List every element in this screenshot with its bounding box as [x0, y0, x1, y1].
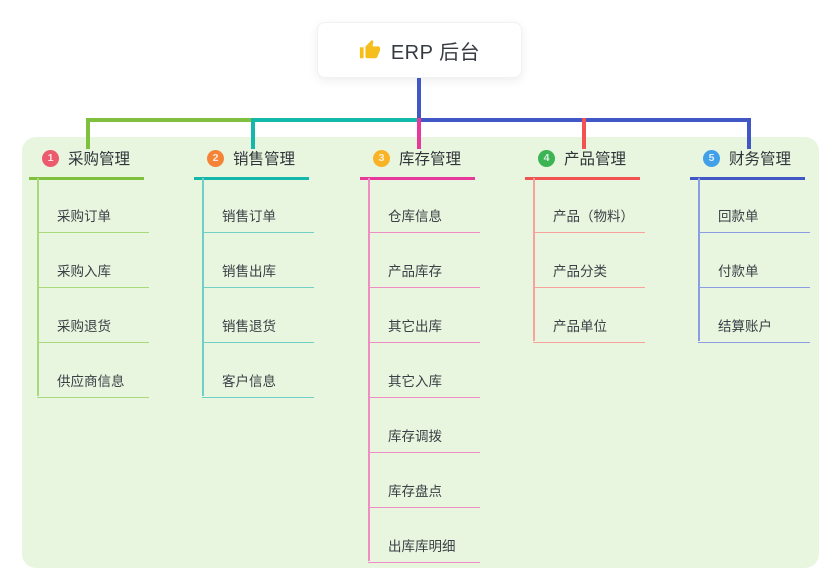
mindmap-node-item[interactable]: 采购入库	[37, 260, 149, 288]
mindmap-node-item[interactable]: 供应商信息	[37, 370, 149, 398]
mindmap-node-item[interactable]: 采购退货	[37, 315, 149, 343]
branch-drop-line-4	[582, 118, 586, 149]
branch-number-badge: 5	[703, 149, 720, 167]
connector-line-green	[86, 118, 255, 122]
branch-drop-line-1	[86, 118, 90, 149]
mindmap-node-item[interactable]: 客户信息	[202, 370, 314, 398]
root-node-title: ERP 后台	[390, 41, 481, 64]
mindmap-node-item[interactable]: 采购订单	[37, 205, 149, 233]
connector-line-teal	[251, 118, 417, 122]
branch-number-badge: 4	[538, 149, 555, 167]
branch-number-badge: 3	[373, 149, 390, 167]
mindmap-node-item[interactable]: 销售出库	[202, 260, 314, 288]
branch-title-2[interactable]: 2 销售管理	[194, 147, 309, 180]
mindmap-node-item[interactable]: 其它出库	[368, 315, 480, 343]
mindmap-node-item[interactable]: 库存盘点	[368, 480, 480, 508]
branch-title-5[interactable]: 5 财务管理	[690, 147, 805, 180]
mindmap-node-item[interactable]: 结算账户	[698, 315, 810, 343]
mindmap-node-item[interactable]: 产品单位	[533, 315, 645, 343]
branches-panel	[22, 137, 819, 568]
branch-drop-line-3	[417, 118, 421, 149]
mindmap-node-item[interactable]: 销售订单	[202, 205, 314, 233]
mindmap-node-item[interactable]: 产品分类	[533, 260, 645, 288]
branch-title-label: 库存管理	[399, 151, 462, 168]
branch-title-4[interactable]: 4 产品管理	[525, 147, 640, 180]
mindmap-node-item[interactable]: 出库库明细	[368, 535, 480, 563]
branch-title-label: 采购管理	[68, 151, 131, 168]
branch-title-1[interactable]: 1 采购管理	[29, 147, 144, 180]
mindmap-node-item[interactable]: 销售退货	[202, 315, 314, 343]
thumbs-up-icon	[359, 39, 380, 59]
mindmap-node-item[interactable]: 其它入库	[368, 370, 480, 398]
mindmap-node-item[interactable]: 仓库信息	[368, 205, 480, 233]
mindmap-node-item[interactable]: 回款单	[698, 205, 810, 233]
branch-drop-line-5	[747, 118, 751, 149]
mindmap-node-item[interactable]: 产品库存	[368, 260, 480, 288]
branch-title-3[interactable]: 3 库存管理	[360, 147, 475, 180]
mindmap-node-item[interactable]: 付款单	[698, 260, 810, 288]
branch-title-label: 销售管理	[233, 151, 296, 168]
branch-title-label: 产品管理	[564, 151, 627, 168]
branch-number-badge: 2	[207, 149, 224, 167]
mindmap-node-item[interactable]: 库存调拨	[368, 425, 480, 453]
root-node[interactable]: ERP 后台	[317, 22, 522, 78]
branch-drop-line-2	[251, 118, 255, 149]
mindmap-node-item[interactable]: 产品（物料）	[533, 205, 645, 233]
branch-number-badge: 1	[42, 149, 59, 167]
branch-spine-line	[368, 178, 370, 561]
root-stem-line	[417, 78, 421, 120]
branch-spine-line	[698, 178, 700, 341]
branch-spine-line	[533, 178, 535, 341]
branch-title-label: 财务管理	[729, 151, 792, 168]
